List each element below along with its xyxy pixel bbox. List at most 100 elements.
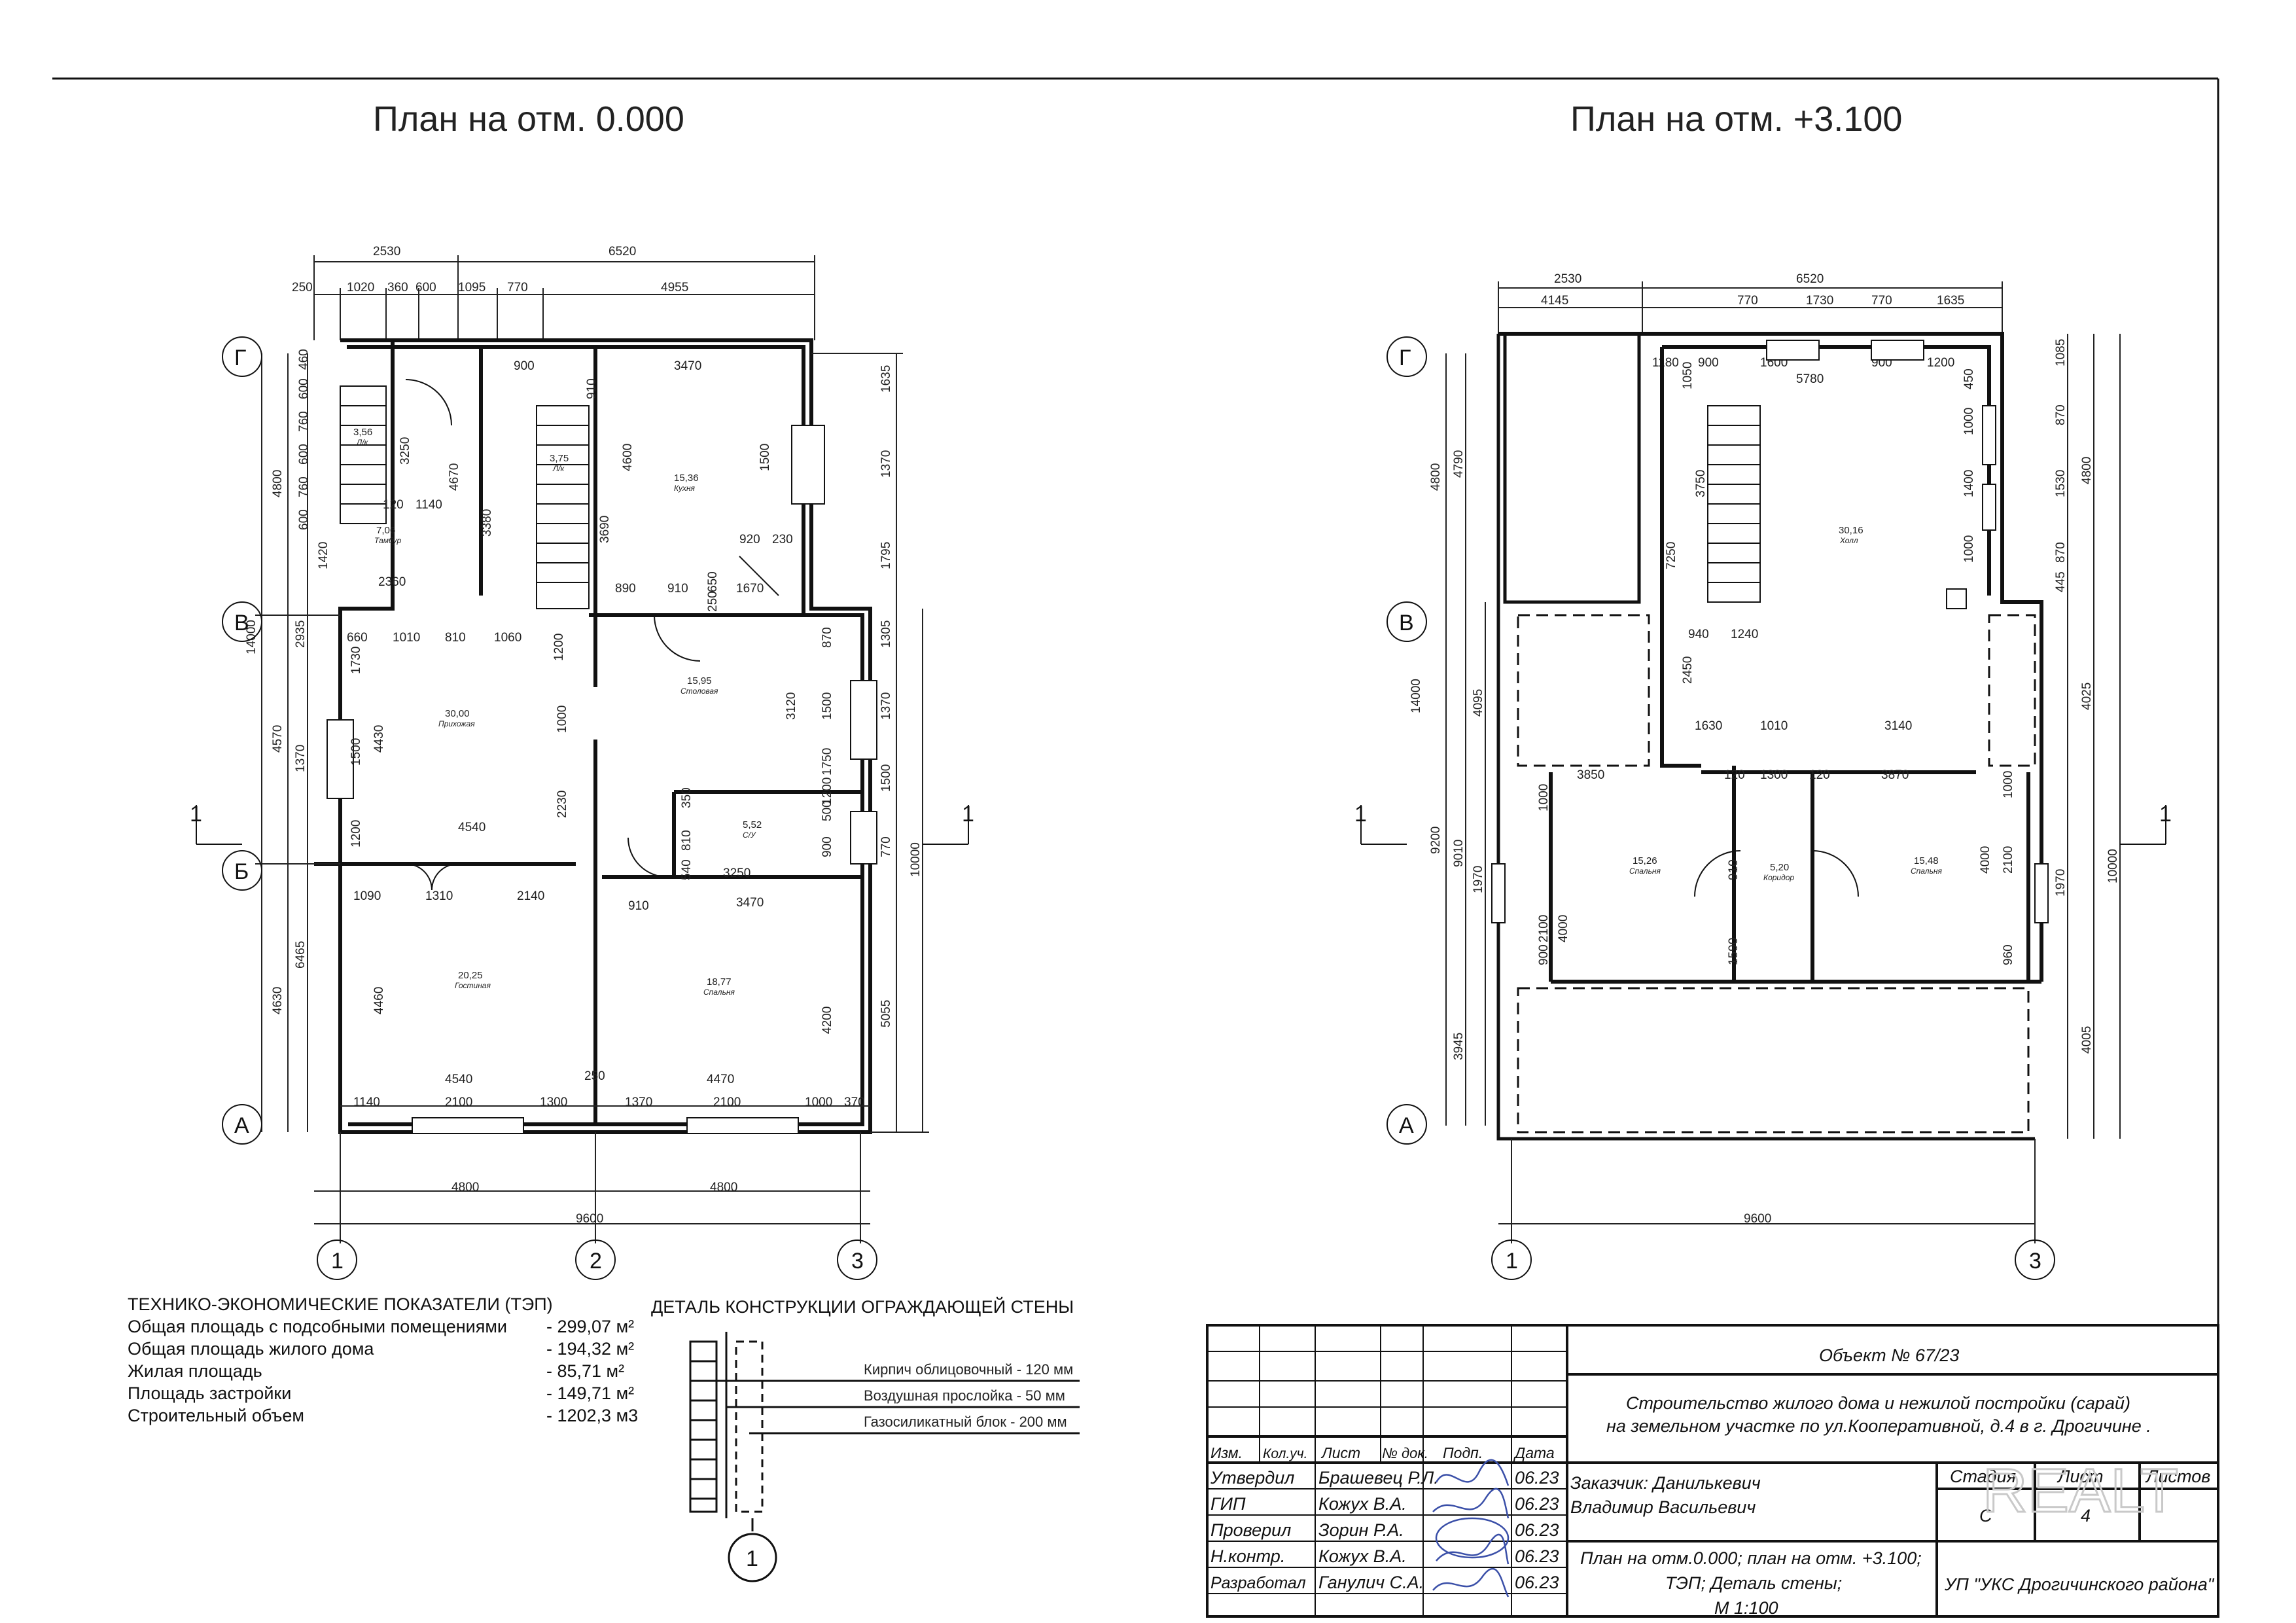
dim2-inner-14: 1000 [1537, 784, 1551, 812]
room-name-8: Спальня [703, 988, 735, 997]
dim2-left-7: 3945 [1452, 1033, 1466, 1060]
dim-left-0: 4800 [271, 470, 285, 497]
dim-bottom-10: 9600 [576, 1212, 603, 1226]
second-walls [1498, 332, 2043, 984]
dim-right-14: 500 [821, 800, 834, 821]
dim2-right-4: 870 [2054, 542, 2068, 563]
second-stairs [1694, 405, 1967, 897]
tb-signer-date-4: 06.23 [1515, 1573, 1559, 1592]
dim-right-1: 1370 [879, 450, 893, 478]
dim-left-15: 1200 [349, 820, 363, 847]
dim-inner-16: 230 [772, 533, 793, 546]
dim-inner-9: 1010 [393, 631, 420, 645]
tb-signer-name-2: Зорин Р.А. [1318, 1520, 1404, 1540]
dim2-inner-5: 3850 [1577, 768, 1604, 782]
dim-inner-33: 1200 [552, 633, 566, 661]
dim-left-9: 760 [297, 411, 311, 432]
dim-right-2: 1795 [879, 542, 893, 569]
room-name-5: Столовая [680, 687, 718, 696]
dim2-inner-26: 1050 [1681, 362, 1695, 389]
tep-title: ТЕХНИКО-ЭКОНОМИЧЕСКИЕ ПОКАЗАТЕЛИ (ТЭП) [128, 1294, 553, 1314]
dim-right-7: 10000 [909, 842, 923, 877]
axis-col-1-second: 1 [1506, 1249, 1518, 1274]
tb-stage: С [1979, 1506, 1992, 1525]
dim-inner-1: 4470 [707, 1073, 734, 1086]
tb-sheets-header: Листов [2145, 1467, 2210, 1486]
room2-area-1: 15,26 [1633, 855, 1657, 866]
tb-signer-role-1: ГИП [1210, 1494, 1246, 1514]
dim-right-11: 1750 [821, 748, 834, 776]
dim2-inner-8: 120 [1809, 768, 1830, 782]
ground-walls [314, 338, 872, 1134]
dim-top-1: 6520 [609, 245, 636, 259]
room-area-4: 30,00 [445, 708, 470, 719]
dim2-top-7: 1180 [1652, 356, 1679, 370]
dim2-left-4: 9200 [1429, 827, 1443, 854]
axis-row-a-ground: А [234, 1113, 249, 1138]
dim2-top-12: 5780 [1796, 372, 1824, 386]
dim-inner-28: 3380 [480, 509, 494, 537]
dim2-inner-18: 1000 [2002, 771, 2015, 798]
dim-inner-30: 4600 [621, 444, 635, 471]
room-name-6: С/У [743, 830, 756, 840]
dim-bottom-8: 4800 [451, 1181, 479, 1194]
tb-signer-date-1: 06.23 [1515, 1494, 1559, 1514]
wall-layer-1: Воздушная прослойка - 50 мм [864, 1387, 1065, 1404]
dim-left-2: 4570 [271, 725, 285, 753]
dim-left-4: 2935 [294, 620, 308, 648]
dim2-inner-23: 1000 [1962, 408, 1976, 435]
ground-floor-plan: 2530 6520 250 1020 360 600 1095 770 4955… [190, 245, 974, 1280]
dim-bottom-5: 2100 [713, 1096, 741, 1109]
dim-right-3: 1305 [879, 620, 893, 648]
dim-right-10: 1500 [821, 692, 834, 720]
dim-inner-7: 3250 [723, 866, 751, 880]
dim-inner-14: 910 [667, 582, 688, 596]
section-mark-right-ground: 1 [962, 802, 974, 827]
ground-dim-lines-top [313, 255, 815, 340]
room-name-0: Л/к [356, 438, 369, 447]
dim-inner-4: 1310 [425, 889, 453, 903]
tb-header-1: Кол.уч. [1263, 1446, 1307, 1461]
room-area-2: 3,75 [550, 453, 569, 464]
axis-row-g-second: Г [1399, 346, 1411, 370]
second-axis-lines [1360, 336, 2166, 1280]
axis-col-2-ground: 2 [590, 1249, 602, 1274]
tb-signer-name-4: Ганулич С.А. [1318, 1573, 1424, 1592]
tb-stage-header: Стадия [1950, 1467, 2016, 1486]
dim2-inner-25: 1000 [1962, 535, 1976, 563]
room-area-1: 7,06 [376, 525, 395, 536]
dim2-top-6: 1635 [1937, 294, 1964, 308]
room-name-1: Тамбур [374, 536, 401, 545]
dim2-bottom-0: 9600 [1744, 1212, 1771, 1226]
dim-inner-27: 4430 [372, 725, 386, 753]
second-dim-lines-right [2067, 334, 2121, 1139]
dim-inner-29: 3690 [598, 516, 612, 543]
dim2-inner-22: 2450 [1681, 656, 1695, 684]
room-name-7: Гостиная [455, 981, 491, 990]
dim2-right-8: 10000 [2106, 849, 2120, 883]
tb-org: УП "УКС Дрогичинского района" [1944, 1575, 2215, 1594]
tep-block: ТЕХНИКО-ЭКОНОМИЧЕСКИЕ ПОКАЗАТЕЛИ (ТЭП) О… [128, 1294, 638, 1425]
dim2-inner-3: 1010 [1760, 719, 1788, 733]
tb-sheet-header: Лист [2057, 1467, 2104, 1486]
room2-area-0: 30,16 [1839, 525, 1863, 536]
room2-area-2: 5,20 [1770, 862, 1789, 873]
tb-customer-line1: Заказчик: Данилькевич [1570, 1473, 1761, 1493]
dim2-inner-7: 1300 [1760, 768, 1788, 782]
dim-inner-26: 2230 [556, 791, 569, 818]
dim-inner-17: 1670 [736, 582, 764, 596]
dim-bottom-3: 250 [584, 1069, 605, 1083]
room2-name-3: Спальня [1911, 866, 1942, 876]
dim2-top-3: 770 [1737, 294, 1758, 308]
dim2-right-3: 4800 [2080, 457, 2094, 484]
dim2-inner-4: 3140 [1884, 719, 1912, 733]
dim-inner-25: 1000 [556, 705, 569, 733]
tep-value-4: - 1202,3 м3 [546, 1406, 638, 1425]
ground-axis-lines [196, 336, 969, 1280]
dim-inner-38: 250 [706, 591, 720, 612]
dim2-right-1: 870 [2054, 404, 2068, 425]
ground-doors [405, 379, 779, 891]
ground-dim-lines-right [811, 353, 929, 1133]
dim2-right-0: 1085 [2054, 339, 2068, 366]
